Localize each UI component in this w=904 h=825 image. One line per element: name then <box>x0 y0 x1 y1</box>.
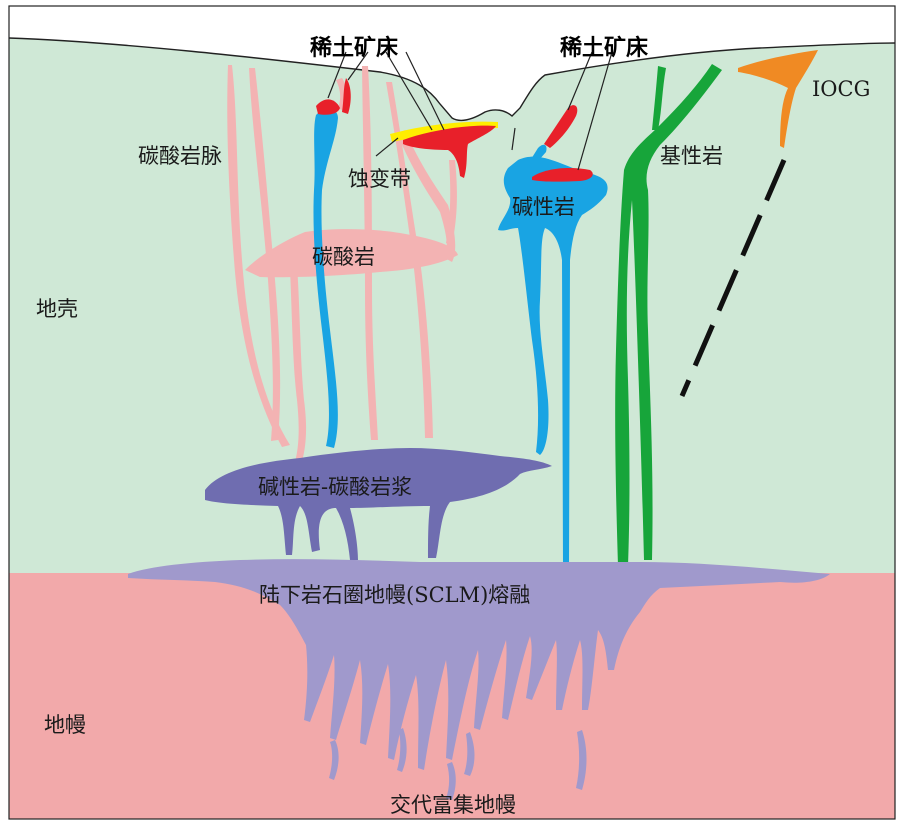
label-basic-rock: 基性岩 <box>660 144 723 168</box>
label-iocg: IOCG <box>812 77 870 101</box>
label-mantle: 地幔 <box>44 713 86 737</box>
label-crust: 地壳 <box>36 297 78 321</box>
label-ree-deposit-left: 稀土矿床 <box>310 35 399 61</box>
label-metasomatized-mantle: 交代富集地幔 <box>390 793 516 817</box>
label-alkaline-rock: 碱性岩 <box>512 195 575 219</box>
label-carbonatite: 碳酸岩 <box>312 245 375 269</box>
label-alteration-zone: 蚀变带 <box>348 167 411 191</box>
label-sclm-melting: 陆下岩石圈地幔(SCLM)熔融 <box>259 583 530 607</box>
label-ree-deposit-right: 稀土矿床 <box>560 35 649 61</box>
label-carbonatite-vein: 碳酸岩脉 <box>138 144 222 168</box>
label-alkaline-carbonatite-magma: 碱性岩-碳酸岩浆 <box>258 475 412 499</box>
